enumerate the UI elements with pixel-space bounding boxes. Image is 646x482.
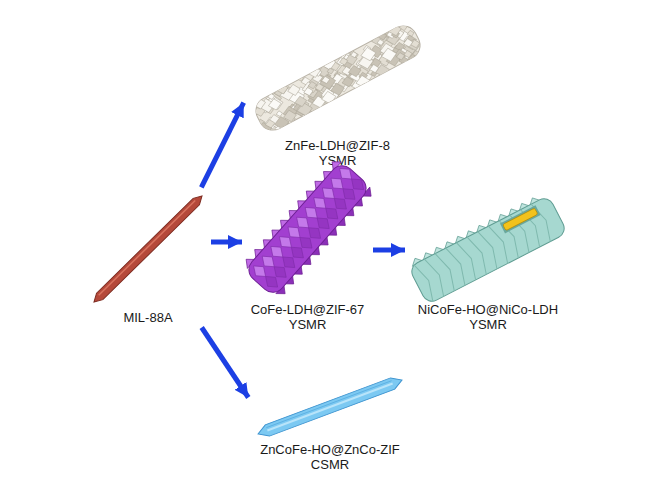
grain: [305, 64, 322, 80]
core-slot: [500, 205, 541, 233]
grain: [297, 75, 305, 83]
rod-body: [251, 21, 425, 135]
cofe-rod: [239, 157, 375, 301]
rod-shell: [266, 381, 391, 428]
grain: [303, 86, 315, 97]
product-node: ZnFe-LDH@ZIF-8 YSMR: [245, 20, 430, 168]
reaction-arrow: [202, 327, 249, 397]
product-node: NiCoFe-HO@NiCo-LDH YSMR: [408, 200, 568, 332]
rod-facet: [478, 229, 503, 269]
grain: [412, 50, 421, 58]
grain: [264, 118, 276, 130]
rod-facet: [414, 262, 439, 302]
grain: [402, 21, 415, 30]
grain: [251, 96, 267, 112]
rod-facet: [424, 256, 449, 296]
rod-texture: [251, 21, 425, 135]
grain: [286, 82, 302, 97]
grain: [368, 63, 380, 74]
rod-illustration: [88, 190, 208, 308]
reaction-arrow: [211, 240, 242, 245]
node-label: MIL-88A: [122, 310, 174, 325]
grain: [377, 31, 388, 42]
grain: [350, 51, 359, 59]
grain: [340, 75, 355, 89]
grain: [359, 45, 378, 64]
node-label: CoFe-LDH@ZIF-67 YSMR: [250, 302, 366, 332]
rod-facet: [348, 174, 368, 194]
rod-facet: [456, 240, 481, 280]
rod-illustration: [408, 200, 568, 300]
rod-illustration: [245, 158, 370, 300]
grain: [293, 94, 308, 109]
rod-body: [91, 193, 205, 305]
rod-facet: [467, 234, 492, 274]
rod-illustration: [250, 372, 410, 440]
nicofe-rod: [406, 191, 567, 305]
zncofe-rod: [256, 374, 404, 439]
grain: [263, 128, 274, 135]
grain: [275, 110, 283, 118]
grain: [338, 56, 349, 66]
rod-body: [256, 374, 404, 439]
grain: [274, 81, 289, 96]
grain: [347, 63, 363, 79]
mil88a-rod: [91, 193, 205, 305]
node-label: NiCoFe-HO@NiCo-LDH YSMR: [417, 302, 560, 332]
grain: [320, 89, 338, 107]
inner-core: [503, 208, 538, 231]
grain: [386, 22, 403, 38]
reaction-arrow: [373, 248, 405, 253]
product-node: CoFe-LDH@ZIF-67 YSMR: [245, 158, 370, 332]
rod-highlight: [99, 201, 196, 296]
rod-illustration: [245, 20, 430, 136]
grain: [379, 46, 398, 64]
reaction-arrow: [201, 103, 243, 188]
rod-body: [408, 195, 567, 304]
rod-facet: [435, 251, 460, 291]
product-node: MIL-88A: [88, 190, 208, 325]
grain: [402, 37, 414, 49]
node-label: ZnCoFe-HO@ZnCo-ZIF CSMR: [259, 442, 401, 472]
grain: [314, 82, 325, 93]
grain: [321, 75, 331, 85]
rod-core: [267, 384, 392, 431]
grain: [395, 51, 406, 61]
rod-facet: [446, 245, 471, 285]
grain: [282, 108, 298, 124]
znfe-rod: [241, 13, 431, 144]
rod-body: [244, 161, 371, 297]
product-node: ZnCoFe-HO@ZnCo-ZIF CSMR: [250, 372, 410, 472]
grain: [326, 67, 335, 75]
grain: [267, 97, 283, 113]
